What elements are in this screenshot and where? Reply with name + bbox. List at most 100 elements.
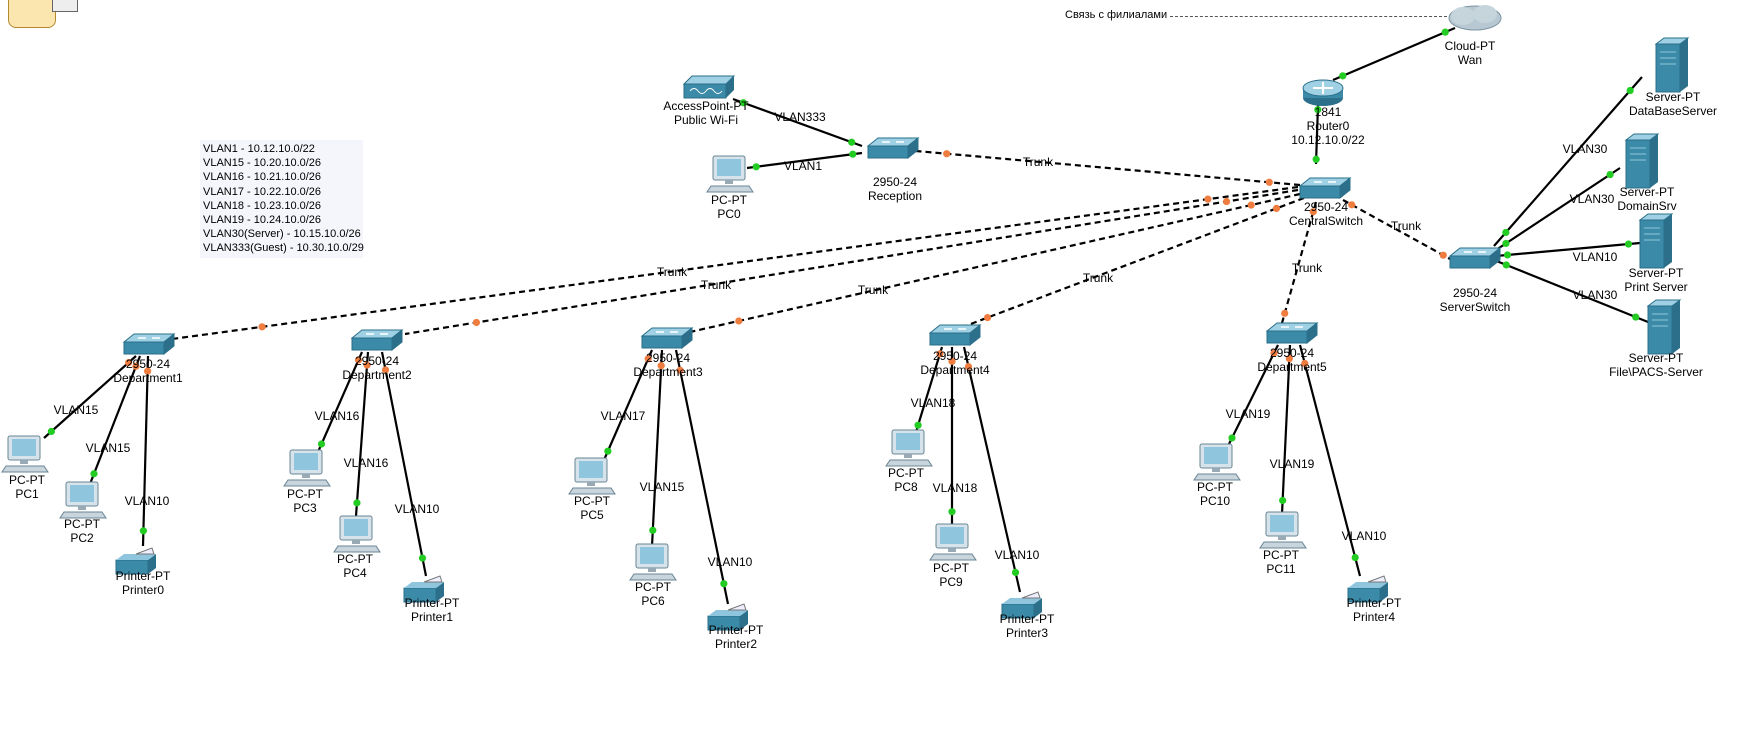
device-type-label: PC-PT (1197, 480, 1234, 494)
link-status-dot (943, 150, 951, 158)
device-type-label: 2950-24 (873, 175, 917, 189)
link-label: VLAN19 (1226, 407, 1271, 421)
access-link[interactable] (354, 351, 370, 517)
access-link[interactable] (88, 355, 142, 485)
link-label: VLAN15 (54, 403, 99, 417)
access-link[interactable] (1298, 344, 1362, 577)
serversw-device-icon[interactable] (1449, 247, 1501, 269)
link-label: VLAN10 (1573, 250, 1618, 264)
dep5-device-icon[interactable] (1266, 322, 1318, 344)
access-link[interactable] (1314, 104, 1320, 165)
pc1-device-icon[interactable] (1, 435, 49, 473)
link-status-dot (1632, 313, 1640, 321)
link-label: Trunk (858, 283, 889, 297)
pc0-device-icon[interactable] (706, 155, 754, 193)
access-link[interactable] (914, 346, 944, 433)
pan-tool-icon[interactable] (8, 0, 56, 28)
device-network-label: 10.12.10.0/22 (1291, 133, 1365, 147)
pc2-device-icon[interactable] (59, 481, 107, 519)
link-status-dot (644, 355, 652, 363)
cloud-device-icon[interactable] (1448, 5, 1502, 31)
access-link[interactable] (962, 346, 1022, 593)
dep3-device-icon[interactable] (641, 327, 693, 349)
access-link[interactable] (1495, 241, 1641, 258)
srv_print-device-icon[interactable] (1639, 213, 1673, 269)
srv_db-device-icon[interactable] (1655, 37, 1689, 93)
access-link[interactable] (316, 351, 364, 453)
link-label: VLAN30 (1563, 142, 1608, 156)
device-type-label: Server-PT (1629, 351, 1684, 365)
srv_file-device-icon[interactable] (1647, 299, 1681, 355)
pc8-device-icon[interactable] (885, 429, 933, 467)
link-label: VLAN10 (395, 502, 440, 516)
reception-device-icon[interactable] (867, 137, 919, 159)
device-name-label: Department3 (633, 365, 703, 379)
access-link[interactable] (380, 351, 428, 577)
link-label: VLAN18 (911, 396, 956, 410)
note-connector (1170, 16, 1447, 17)
pc9-device-icon[interactable] (929, 523, 977, 561)
srv_dom-device-icon[interactable] (1625, 133, 1659, 189)
pc6-device-icon[interactable] (629, 543, 677, 581)
dep1-device-icon[interactable] (123, 333, 175, 355)
link-label: VLAN10 (708, 555, 753, 569)
access-link[interactable] (1493, 258, 1649, 324)
link-status-dot (1285, 354, 1293, 363)
access-link[interactable] (43, 355, 137, 439)
access-link[interactable] (1495, 167, 1621, 251)
trunk-link[interactable] (1342, 199, 1453, 261)
access-link[interactable] (1493, 76, 1643, 247)
router-device-icon[interactable] (1302, 79, 1344, 106)
link-status-dot (1348, 201, 1356, 209)
pc5-device-icon[interactable] (568, 457, 616, 495)
link-status-dot (1309, 208, 1317, 216)
central-device-icon[interactable] (1299, 177, 1351, 199)
link-status-dot (354, 356, 363, 364)
dep2-device-icon[interactable] (351, 329, 403, 351)
link-status-dot (1503, 251, 1512, 259)
access-link[interactable] (650, 349, 664, 547)
link-label: VLAN17 (601, 409, 646, 423)
device-name-label: Department1 (113, 371, 183, 385)
access-link[interactable] (1227, 344, 1279, 447)
access-link[interactable] (602, 349, 654, 461)
link-label: VLAN30 (1570, 192, 1615, 206)
link-status-dot (144, 367, 152, 375)
access-link[interactable] (141, 355, 150, 547)
device-name-label: Router0 (1307, 119, 1350, 133)
device-name-label: PC6 (641, 594, 665, 608)
device-name-label: PC3 (293, 501, 317, 515)
device-type-label: AccessPoint-PT (663, 99, 749, 113)
access-link[interactable] (1280, 344, 1292, 515)
trunk-link[interactable] (959, 196, 1305, 330)
access-link[interactable] (1332, 26, 1456, 82)
trunk-link[interactable] (404, 188, 1299, 336)
device-name-label: PC4 (343, 566, 367, 580)
pc11-device-icon[interactable] (1259, 511, 1307, 549)
trunk-link[interactable] (689, 192, 1301, 334)
trunk-link[interactable] (1280, 201, 1318, 324)
link-status-dot (47, 427, 55, 436)
pc4-device-icon[interactable] (333, 515, 381, 553)
dep4-device-icon[interactable] (929, 324, 981, 346)
access-link[interactable] (732, 97, 863, 148)
access-link[interactable] (746, 151, 863, 170)
device-name-label: PC11 (1266, 562, 1295, 576)
link-status-dot (735, 317, 743, 325)
link-status-dot (1204, 195, 1212, 203)
device-name-label: CentralSwitch (1289, 214, 1363, 228)
device-name-label: PC9 (939, 575, 963, 589)
link-status-dot (132, 362, 140, 370)
trunk-link[interactable] (915, 149, 1301, 187)
device-name-label: Reception (868, 189, 922, 203)
pc3-device-icon[interactable] (283, 449, 331, 487)
access-link[interactable] (674, 349, 730, 605)
device-name-label: Printer0 (122, 583, 164, 597)
legend-line: VLAN19 - 10.24.10.0/26 (203, 214, 322, 227)
pc10-device-icon[interactable] (1193, 443, 1241, 481)
ap-device-icon[interactable] (682, 75, 736, 99)
note-tool-icon[interactable] (52, 0, 78, 12)
device-type-label: PC-PT (337, 552, 374, 566)
